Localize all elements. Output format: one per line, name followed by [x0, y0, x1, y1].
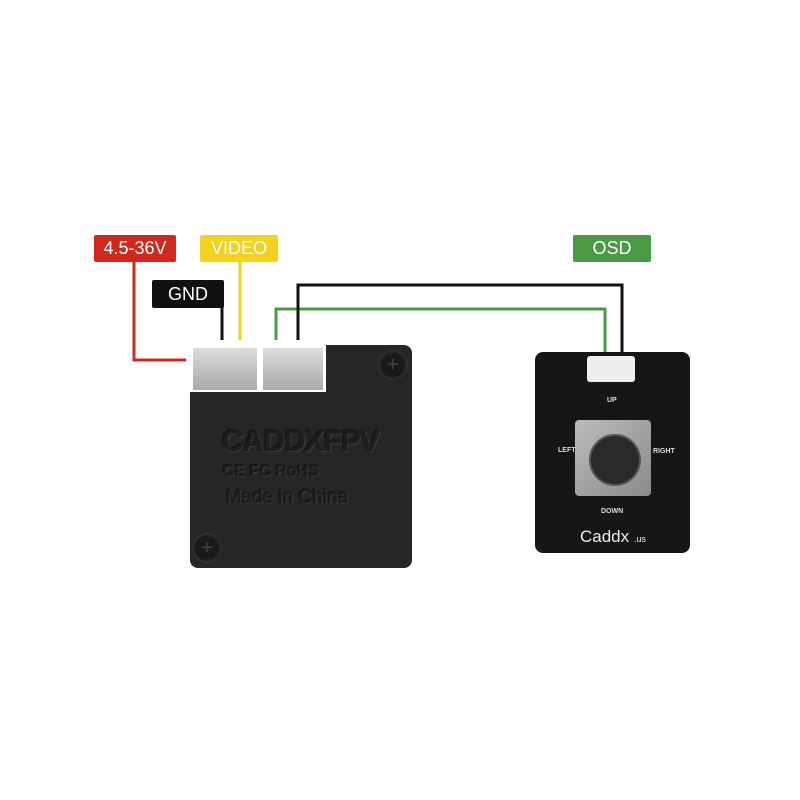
camera-origin: Made in China	[226, 487, 349, 508]
osd-label: OSD	[573, 235, 651, 262]
osd-board-connector	[587, 356, 635, 382]
screw-icon: +	[192, 533, 222, 563]
joystick-knob[interactable]	[589, 434, 641, 486]
power-wire	[132, 262, 210, 362]
camera-certs: CE FC RoHS	[223, 463, 319, 480]
video-label: VIDEO	[200, 235, 278, 262]
osd-brand-text: Caddx	[580, 527, 630, 546]
screw-icon: +	[378, 350, 408, 380]
down-label: DOWN	[601, 508, 624, 515]
power-label: 4.5-36V	[94, 235, 176, 262]
left-label: LEFT	[558, 447, 576, 454]
up-label: UP	[607, 397, 617, 404]
osd-signal-wire	[274, 307, 607, 362]
power-video-connector	[193, 348, 257, 390]
osd-brand: Caddx .us	[580, 527, 646, 547]
osd-connector	[263, 348, 323, 390]
osd-brand-suffix: .us	[633, 534, 646, 544]
right-label: RIGHT	[653, 448, 675, 455]
osd-gnd-wire	[296, 283, 624, 362]
gnd-label: GND	[152, 280, 224, 308]
camera-brand: CADDXFPV	[222, 425, 380, 458]
